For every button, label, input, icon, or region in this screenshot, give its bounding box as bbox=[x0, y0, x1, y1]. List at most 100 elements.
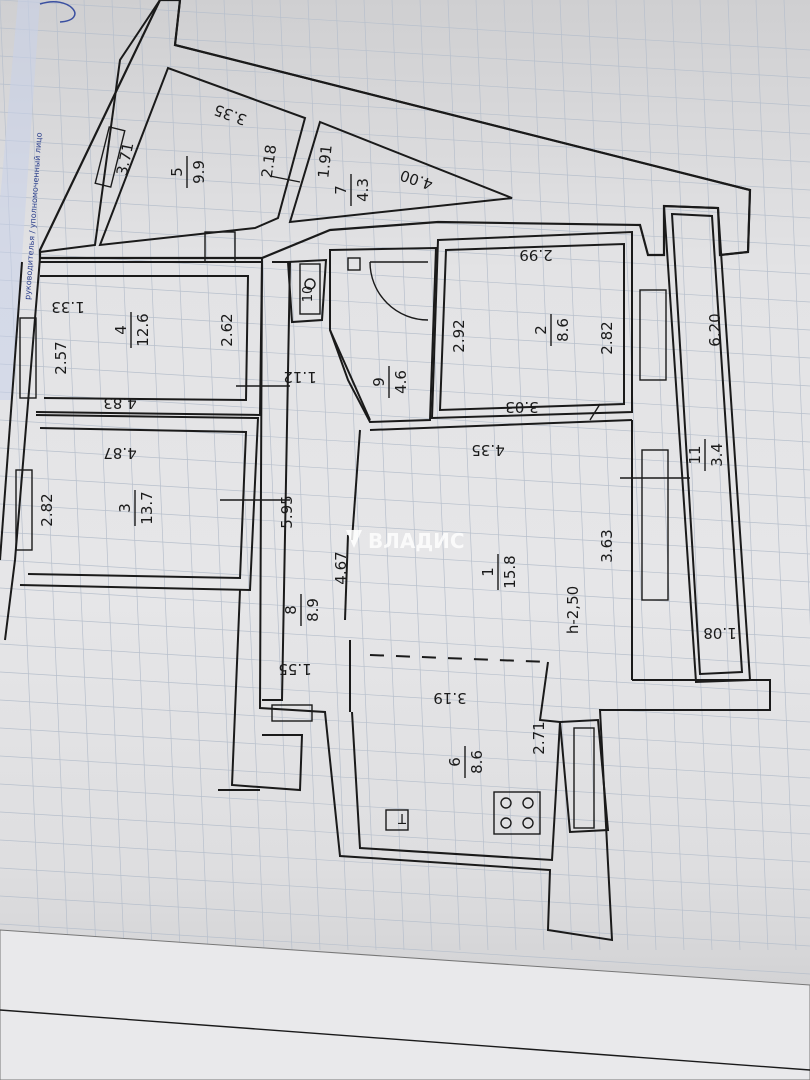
grid-line bbox=[111, 0, 153, 951]
grid-line bbox=[0, 27, 810, 79]
grid-line bbox=[279, 0, 321, 951]
room-1-area: 15.8 bbox=[501, 555, 519, 588]
grid-line bbox=[251, 0, 293, 951]
grid-line bbox=[0, 167, 810, 219]
room-2-area: 8.6 bbox=[554, 318, 572, 342]
dim-3-19: 3.19 bbox=[433, 689, 466, 707]
dim-2-92: 2.92 bbox=[450, 319, 468, 352]
dim-1-33: 1.33 bbox=[51, 298, 84, 316]
grid-line bbox=[27, 0, 69, 951]
dim-1-12: 1.12 bbox=[283, 368, 316, 386]
grid-line bbox=[0, 783, 810, 835]
grid-line bbox=[391, 0, 433, 951]
room-11-number: 11 bbox=[686, 445, 704, 464]
paper-edge bbox=[0, 929, 810, 1080]
tap-icon: Т bbox=[385, 809, 409, 831]
dim-2-18: 2.18 bbox=[258, 144, 280, 180]
grid-line bbox=[0, 867, 810, 919]
dimension-ticks bbox=[220, 175, 690, 501]
grid-line bbox=[0, 559, 810, 611]
watermark-text: ВЛАДИС bbox=[368, 529, 465, 553]
grid-line bbox=[0, 251, 810, 303]
grid-line bbox=[195, 0, 237, 951]
grid-line bbox=[167, 0, 209, 951]
grid-line bbox=[671, 0, 713, 951]
room-2-number: 2 bbox=[532, 325, 550, 335]
room-5-label: 5 9.9 bbox=[168, 156, 208, 188]
watermark: ВЛАДИС bbox=[346, 529, 465, 553]
walls bbox=[0, 0, 771, 942]
grid-line bbox=[643, 0, 685, 951]
toilet-icon bbox=[299, 263, 321, 315]
grid-line bbox=[0, 111, 810, 163]
room-3-label: 3 13.7 bbox=[116, 490, 156, 526]
room-8-number: 8 bbox=[282, 605, 300, 615]
fixture-icon bbox=[347, 257, 361, 271]
dim-1-91: 1.91 bbox=[314, 144, 335, 179]
dim-1-55: 1.55 bbox=[278, 660, 311, 678]
room-4-number: 4 bbox=[112, 325, 130, 335]
grid-line bbox=[0, 195, 810, 247]
window-markers bbox=[15, 126, 669, 829]
grid-line bbox=[755, 0, 797, 951]
grid-line bbox=[0, 363, 810, 415]
grid-line bbox=[727, 0, 769, 951]
grid-line bbox=[0, 531, 810, 583]
grid-line bbox=[363, 0, 405, 951]
grid-line bbox=[83, 0, 125, 951]
stove-icon bbox=[493, 791, 541, 835]
room-8-label: 8 8.9 bbox=[282, 594, 322, 626]
grid-line bbox=[0, 279, 810, 331]
grid-line bbox=[0, 923, 810, 975]
room-labels: 5 9.9 7 4.3 4 12.6 3 13.7 2 8.6 9 4.6 bbox=[112, 156, 726, 778]
room-9-area: 4.6 bbox=[392, 370, 410, 394]
room-5-area: 9.9 bbox=[190, 160, 208, 184]
dim-4-83: 4.83 bbox=[103, 394, 136, 412]
grid-line bbox=[139, 0, 181, 951]
dim-3-63: 3.63 bbox=[598, 529, 616, 562]
grid-line bbox=[0, 755, 810, 807]
grid-line bbox=[0, 419, 810, 471]
room-7-label: 7 4.3 bbox=[332, 174, 372, 206]
grid-line bbox=[0, 391, 810, 443]
tap-symbol: Т bbox=[398, 810, 407, 825]
room-9-label: 9 4.6 bbox=[370, 366, 410, 398]
grid-line bbox=[0, 55, 810, 107]
grid-line bbox=[0, 699, 810, 751]
grid-line bbox=[0, 671, 810, 723]
grid-line bbox=[0, 615, 810, 667]
dim-2-62: 2.62 bbox=[218, 313, 236, 346]
room-4-label: 4 12.6 bbox=[112, 312, 152, 348]
dim-2-82-left: 2.82 bbox=[38, 493, 56, 526]
room-9-number: 9 bbox=[370, 377, 388, 387]
watermark-logo-icon bbox=[346, 530, 362, 548]
bath-diagonal bbox=[329, 329, 371, 421]
room-1-label: 1 15.8 bbox=[479, 554, 519, 590]
room-11-label: 11 3.4 bbox=[686, 439, 726, 471]
grid-line bbox=[55, 0, 97, 951]
grid-line bbox=[447, 0, 489, 951]
dim-2-71: 2.71 bbox=[530, 721, 548, 754]
room-3-area: 13.7 bbox=[138, 491, 156, 524]
grid-line bbox=[0, 727, 810, 779]
ceiling-height: h-2,50 bbox=[564, 586, 582, 634]
dim-1-08: 1.08 bbox=[703, 624, 736, 642]
room-5-number: 5 bbox=[168, 167, 186, 177]
dim-3-03: 3.03 bbox=[505, 398, 538, 416]
room-4-area: 12.6 bbox=[134, 313, 152, 346]
grid-line bbox=[0, 475, 810, 527]
grid-line bbox=[783, 0, 810, 626]
dim-2-57: 2.57 bbox=[52, 341, 70, 374]
partitions bbox=[19, 230, 633, 723]
dim-5-95: 5.95 bbox=[278, 495, 296, 528]
grid-line bbox=[0, 139, 810, 191]
grid-line bbox=[0, 0, 810, 51]
door-swing bbox=[369, 261, 429, 321]
room-1-number: 1 bbox=[479, 567, 497, 577]
room-10-label: 10 bbox=[301, 286, 316, 303]
grid-line bbox=[0, 895, 810, 947]
room-6-area: 8.6 bbox=[468, 750, 486, 774]
dim-4-35: 4.35 bbox=[471, 441, 504, 459]
grid-line bbox=[0, 643, 810, 695]
